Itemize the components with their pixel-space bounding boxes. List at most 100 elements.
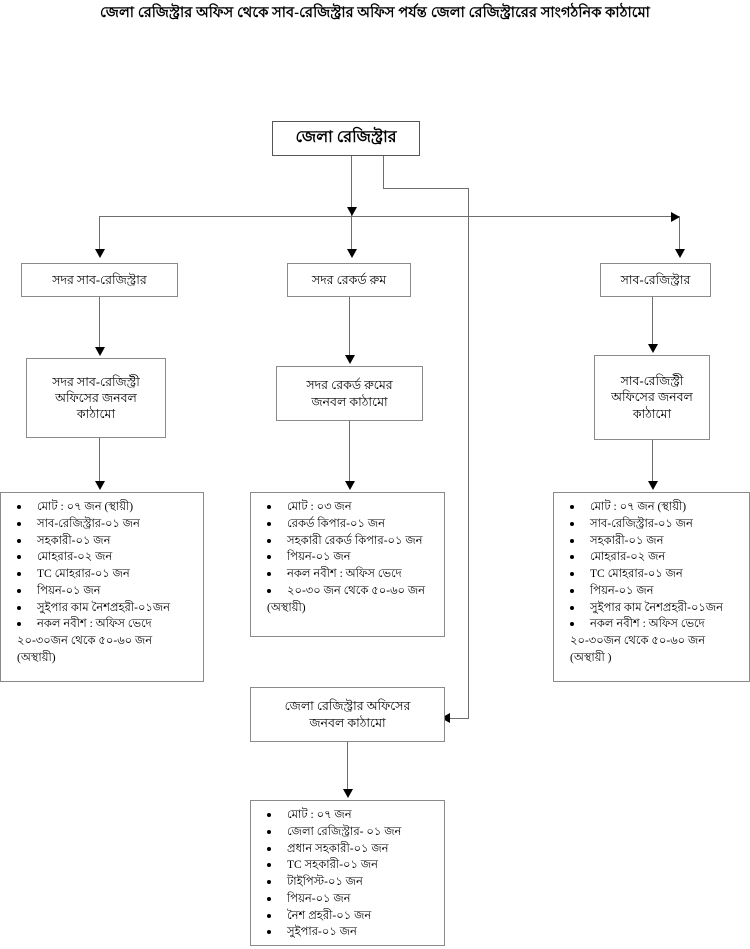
bullet-icon bbox=[570, 622, 574, 627]
bullet-icon bbox=[17, 588, 21, 593]
connector-right-l1-to-l2 bbox=[652, 297, 653, 346]
bullet-icon bbox=[267, 896, 271, 901]
list-item: TC সহকারী-০১ জন bbox=[253, 857, 440, 874]
list-item: প্রধান সহকারী-০১ জন bbox=[253, 841, 440, 858]
staff-list-sadar-sub-registry-items: মোট : ০৭ জন (স্থায়ী) সাব-রেজিস্ট্রার-০১ … bbox=[3, 499, 199, 667]
list-item-label: সহকারী রেকর্ড কিপার-০১ জন bbox=[287, 534, 423, 547]
node-sub-registry-structure: সাব-রেজিস্ট্রী অফিসের জনবল কাঠামো bbox=[594, 355, 710, 440]
bullet-icon bbox=[17, 555, 21, 560]
list-item-label: সাব-রেজিস্ট্রার-০১ জন bbox=[590, 517, 693, 530]
bullet-icon bbox=[17, 605, 21, 610]
list-item-label: নৈশ প্রহরী-০১ জন bbox=[287, 909, 372, 922]
list-item: সুইপার-০১ জন bbox=[253, 924, 440, 941]
connector-bus-to-center bbox=[351, 216, 352, 252]
arrow-into-center-staff-list bbox=[345, 481, 355, 490]
node-sadar-sub-registry-structure: সদর সাব-রেজিস্ট্রী অফিসের জনবল কাঠামো bbox=[26, 358, 166, 438]
list-item-label: সহকারী-০১ জন bbox=[37, 534, 111, 547]
title-line-2: জেলা রেজিস্ট্রারের সাংগঠনিক কাঠামো bbox=[430, 5, 650, 21]
node-sadar-sub-registrar: সদর সাব-রেজিস্ট্রার bbox=[21, 263, 178, 297]
list-item-label: প্রধান সহকারী-০১ জন bbox=[287, 842, 389, 855]
node-sub-registry-structure-line-1: সাব-রেজিস্ট্রী bbox=[620, 374, 684, 389]
list-item: মোহরার-০২ জন bbox=[556, 549, 745, 566]
list-item-label: পিয়ন-০১ জন bbox=[287, 551, 351, 564]
connector-center-l2-to-list bbox=[349, 421, 350, 483]
node-sadar-sub-registrar-label: সদর সাব-রেজিস্ট্রার bbox=[52, 272, 147, 287]
bullet-icon bbox=[570, 588, 574, 593]
arrow-bus-center-marker bbox=[347, 207, 357, 216]
list-item: সহকারী রেকর্ড কিপার-০১ জন bbox=[253, 533, 440, 550]
bullet-icon bbox=[17, 521, 21, 526]
bullet-icon bbox=[267, 813, 271, 817]
arrow-into-sadar-record-room-structure bbox=[345, 355, 355, 364]
list-item: সহকারী-০১ জন bbox=[3, 533, 199, 550]
node-district-registrar: জেলা রেজিস্ট্রার bbox=[272, 121, 420, 156]
connector-bus-horizontal bbox=[99, 216, 679, 217]
node-district-registrar-office-structure-line-1: জেলা রেজিস্ট্রার অফিসের bbox=[284, 699, 411, 714]
connector-left-l2-to-list bbox=[99, 438, 100, 483]
arrow-into-sadar-sub-registry-structure bbox=[95, 347, 105, 356]
list-item-label: নকল নবীশ : অফিস ভেদে bbox=[287, 568, 402, 581]
list-item-label: TC সহকারী-০১ জন bbox=[287, 859, 379, 872]
bullet-icon bbox=[267, 505, 271, 509]
list-item: মোট : ০৭ জন bbox=[253, 807, 440, 824]
connector-to-middle-box-horizontal bbox=[450, 718, 469, 719]
connector-root-to-middle-box-vertical bbox=[468, 188, 469, 718]
list-item: পিয়ন-০১ জন bbox=[253, 891, 440, 908]
list-item: রেকর্ড কিপার-০১ জন bbox=[253, 516, 440, 533]
staff-list-sub-registry-items: মোট : ০৭ জন (স্থায়ী) সাব-রেজিস্ট্রার-০১ … bbox=[556, 499, 745, 667]
bullet-icon bbox=[570, 521, 574, 526]
connector-bus-to-left bbox=[99, 216, 100, 252]
diagram-title: জেলা রেজিস্ট্রার অফিস থেকে সাব-রেজিস্ট্র… bbox=[0, 2, 750, 24]
list-item: মোহরার-০২ জন bbox=[3, 549, 199, 566]
node-sadar-sub-registry-structure-line-1: সদর সাব-রেজিস্ট্রী bbox=[52, 374, 140, 389]
node-sadar-record-room-label: সদর রেকর্ড রুম bbox=[311, 272, 387, 287]
node-sub-registry-structure-line-2: অফিসের জনবল bbox=[611, 390, 693, 405]
connector-center-l1-to-l2 bbox=[349, 297, 350, 357]
list-item: সহকারী-০১ জন bbox=[556, 533, 745, 550]
arrow-bus-right-marker bbox=[671, 212, 680, 222]
bullet-icon bbox=[17, 622, 21, 627]
list-item: সুইপার কাম নৈশপ্রহরী-০১জন bbox=[556, 600, 745, 617]
list-item: সাব-রেজিস্ট্রার-০১ জন bbox=[3, 516, 199, 533]
node-district-registrar-office-structure: জেলা রেজিস্ট্রার অফিসের জনবল কাঠামো bbox=[250, 687, 445, 742]
list-item-continuation: ২০-৩০জন থেকে ৫০-৬০ জন bbox=[17, 635, 153, 648]
list-item: নকল নবীশ : অফিস ভেদে২০-৩০জন থেকে ৫০-৬০ জ… bbox=[556, 616, 745, 666]
list-item: নকল নবীশ : অফিস ভেদে২০-৩০জন থেকে ৫০-৬০ জ… bbox=[3, 616, 199, 666]
list-item-continuation: (অস্থায়ী) bbox=[17, 652, 56, 665]
list-item: মোট : ০৭ জন (স্থায়ী) bbox=[3, 499, 199, 516]
connector-root-to-bus-center bbox=[351, 156, 352, 216]
bullet-icon bbox=[267, 880, 271, 885]
connector-right-l2-to-list bbox=[652, 440, 653, 483]
staff-list-sadar-sub-registry: মোট : ০৭ জন (স্থায়ী) সাব-রেজিস্ট্রার-০১ … bbox=[0, 492, 204, 682]
arrow-into-sadar-sub-registrar bbox=[95, 249, 105, 258]
connector-bus-to-right bbox=[679, 216, 680, 252]
node-sub-registry-structure-line-3: কাঠামো bbox=[632, 406, 672, 421]
arrow-into-right-staff-list bbox=[648, 481, 658, 490]
list-item-continuation: (অস্থায়ী) bbox=[267, 601, 306, 614]
bullet-icon bbox=[267, 913, 271, 918]
bullet-icon bbox=[570, 572, 574, 577]
node-sadar-record-room-structure: সদর রেকর্ড রুমের জনবল কাঠামো bbox=[276, 366, 423, 421]
bullet-icon bbox=[17, 505, 21, 509]
list-item-label: পিয়ন-০১ জন bbox=[590, 584, 654, 597]
list-item-label: মোট : ০৭ জন bbox=[287, 809, 352, 821]
list-item-label: নকল নবীশ : অফিস ভেদে bbox=[590, 618, 705, 631]
bullet-icon bbox=[267, 538, 271, 543]
list-item-label: মোট : ০৭ জন (স্থায়ী) bbox=[590, 501, 687, 513]
list-item-label: মোট : ০৭ জন (স্থায়ী) bbox=[37, 501, 134, 513]
list-item-label: মোহরার-০২ জন bbox=[590, 551, 666, 564]
node-sadar-sub-registry-structure-line-3: কাঠামো bbox=[76, 407, 116, 422]
bullet-icon bbox=[17, 538, 21, 543]
bullet-icon bbox=[267, 863, 271, 868]
bullet-icon bbox=[570, 555, 574, 560]
list-item: টাইপিস্ট-০১ জন bbox=[253, 874, 440, 891]
list-item-label: সাব-রেজিস্ট্রার-০১ জন bbox=[37, 517, 140, 530]
list-item: TC মোহরার-০১ জন bbox=[556, 566, 745, 583]
arrow-into-left-staff-list bbox=[95, 481, 105, 490]
list-item-label: রেকর্ড কিপার-০১ জন bbox=[287, 517, 385, 530]
node-district-registrar-label: জেলা রেজিস্ট্রার bbox=[295, 129, 397, 147]
